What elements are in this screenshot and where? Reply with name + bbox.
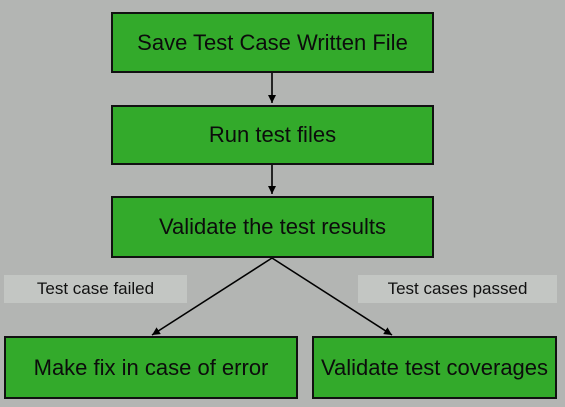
edge-label-passed-text: Test cases passed <box>387 279 528 298</box>
node-make-fix: Make fix in case of error <box>4 336 298 399</box>
node-validate-results-label: Validate the test results <box>158 214 387 239</box>
node-save-test-case-label: Save Test Case Written File <box>137 29 408 55</box>
arrow-validate-to-fix <box>151 257 273 336</box>
node-validate-coverages-label: Validate test coverages <box>320 354 549 380</box>
node-validate-results: Validate the test results <box>111 196 434 258</box>
edge-label-passed: Test cases passed <box>358 275 557 303</box>
edge-label-failed-text: Test case failed <box>36 279 155 298</box>
arrow-validate-to-coverage <box>271 257 393 336</box>
node-run-test-files: Run test files <box>111 105 434 165</box>
node-save-test-case: Save Test Case Written File <box>111 12 434 73</box>
node-make-fix-label: Make fix in case of error <box>33 354 269 380</box>
node-validate-coverages: Validate test coverages <box>312 336 557 399</box>
node-run-test-files-label: Run test files <box>208 122 337 147</box>
edge-label-failed: Test case failed <box>4 275 187 303</box>
